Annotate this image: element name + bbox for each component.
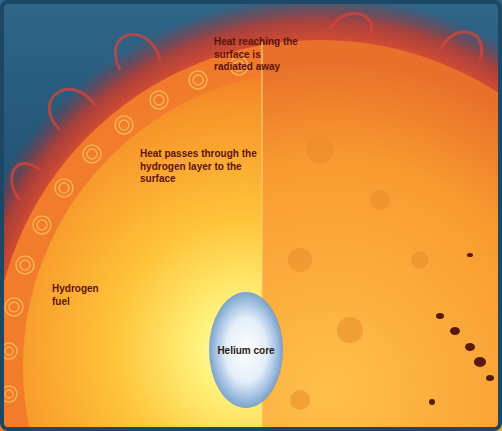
core-shape	[209, 292, 283, 408]
node-text: Helium core	[217, 345, 274, 356]
callout-label: Heat reaching the surface is radiated aw…	[214, 36, 300, 74]
core-node: Helium core	[209, 292, 283, 408]
callout-label: Hydrogen fuel	[52, 283, 110, 308]
callout-label: Heat passes through the hydrogen layer t…	[140, 148, 260, 186]
